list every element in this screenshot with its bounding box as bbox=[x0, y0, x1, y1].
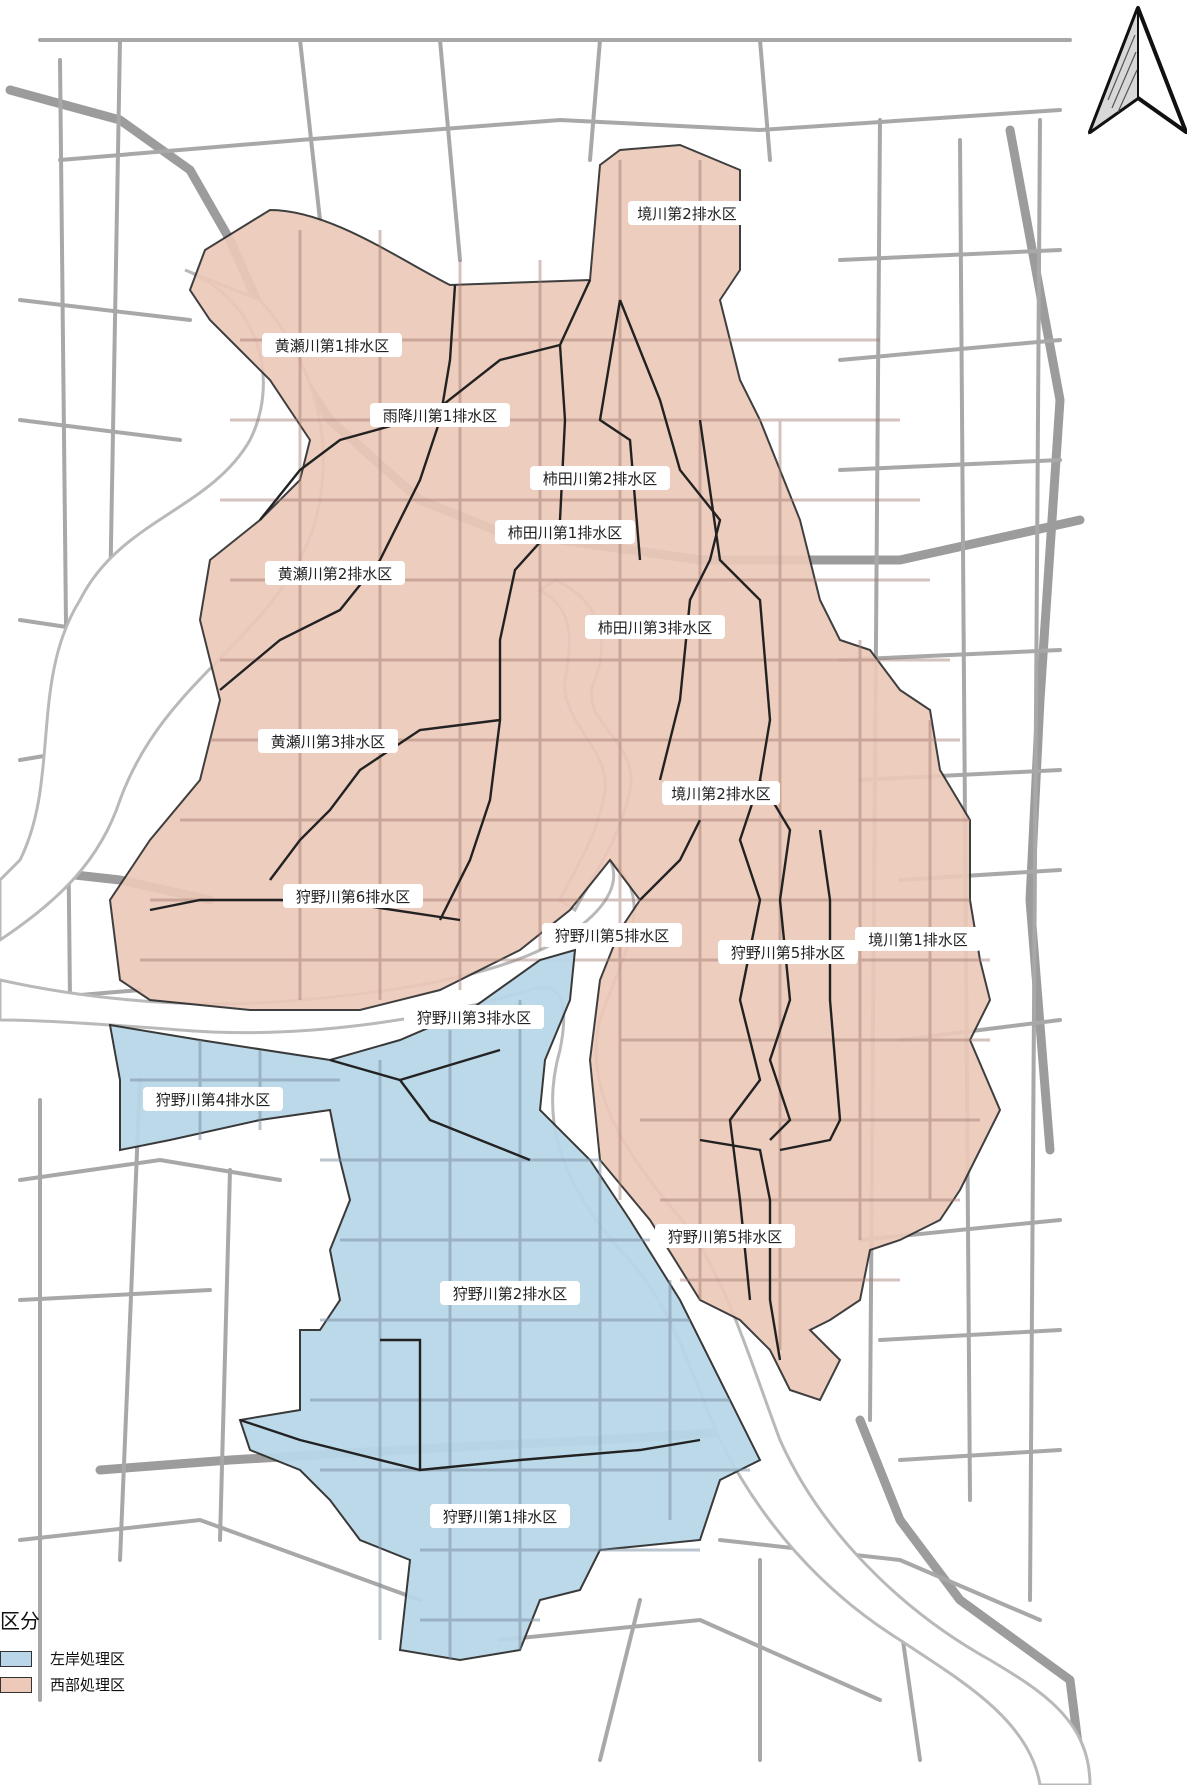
zone-left-main bbox=[108, 948, 762, 1662]
district-label: 柿田川第2排水区 bbox=[530, 466, 670, 490]
svg-text:境川第1排水区: 境川第1排水区 bbox=[868, 931, 968, 949]
svg-text:柿田川第2排水区: 柿田川第2排水区 bbox=[543, 470, 658, 488]
legend-label: 西部処理区 bbox=[50, 1676, 126, 1694]
district-label: 狩野川第6排水区 bbox=[283, 884, 423, 908]
legend-title: 区分 bbox=[0, 1609, 40, 1633]
svg-text:狩野川第5排水区: 狩野川第5排水区 bbox=[555, 927, 670, 945]
district-label: 境川第2排水区 bbox=[628, 201, 746, 225]
svg-text:狩野川第4排水区: 狩野川第4排水区 bbox=[156, 1091, 271, 1109]
svg-text:狩野川第3排水区: 狩野川第3排水区 bbox=[417, 1009, 532, 1027]
svg-text:境川第2排水区: 境川第2排水区 bbox=[637, 205, 737, 223]
district-label: 狩野川第5排水区 bbox=[655, 1224, 795, 1248]
svg-text:狩野川第2排水区: 狩野川第2排水区 bbox=[453, 1285, 568, 1303]
district-label: 狩野川第5排水区 bbox=[718, 940, 858, 964]
svg-text:狩野川第1排水区: 狩野川第1排水区 bbox=[443, 1508, 558, 1526]
north-arrow-icon bbox=[1087, 6, 1187, 135]
legend-item-west: 西部処理区 bbox=[0, 1674, 125, 1695]
svg-text:狩野川第6排水区: 狩野川第6排水区 bbox=[296, 888, 411, 906]
svg-text:雨降川第1排水区: 雨降川第1排水区 bbox=[383, 407, 498, 425]
svg-text:狩野川第5排水区: 狩野川第5排水区 bbox=[731, 944, 846, 962]
district-label: 雨降川第1排水区 bbox=[370, 403, 510, 427]
district-label: 柿田川第1排水区 bbox=[495, 520, 635, 544]
district-label: 狩野川第5排水区 bbox=[542, 923, 682, 947]
svg-text:黄瀬川第1排水区: 黄瀬川第1排水区 bbox=[275, 337, 390, 355]
legend-item-left-bank: 左岸処理区 bbox=[0, 1648, 125, 1669]
district-label: 狩野川第4排水区 bbox=[143, 1087, 283, 1111]
legend-swatch bbox=[0, 1650, 32, 1667]
legend-swatch bbox=[0, 1676, 32, 1693]
svg-text:柿田川第3排水区: 柿田川第3排水区 bbox=[598, 619, 713, 637]
legend-label: 左岸処理区 bbox=[50, 1650, 126, 1668]
svg-text:黄瀬川第2排水区: 黄瀬川第2排水区 bbox=[278, 565, 393, 583]
district-label: 狩野川第3排水区 bbox=[404, 1005, 544, 1029]
district-label: 柿田川第3排水区 bbox=[585, 615, 725, 639]
district-label: 黄瀬川第2排水区 bbox=[265, 561, 405, 585]
svg-text:狩野川第5排水区: 狩野川第5排水区 bbox=[668, 1228, 783, 1246]
svg-text:境川第2排水区: 境川第2排水区 bbox=[671, 785, 771, 803]
district-label: 狩野川第1排水区 bbox=[430, 1504, 570, 1528]
district-label: 境川第1排水区 bbox=[855, 927, 981, 951]
district-label: 狩野川第2排水区 bbox=[440, 1281, 580, 1305]
svg-text:黄瀬川第3排水区: 黄瀬川第3排水区 bbox=[271, 733, 386, 751]
district-label: 黄瀬川第1排水区 bbox=[262, 333, 402, 357]
district-labels: 境川第2排水区 黄瀬川第1排水区 雨降川第1排水区 柿田川第2排水区 柿田川第1… bbox=[143, 201, 981, 1528]
district-boundaries bbox=[149, 279, 842, 1472]
svg-text:柿田川第1排水区: 柿田川第1排水区 bbox=[508, 524, 623, 542]
district-label: 黄瀬川第3排水区 bbox=[258, 729, 398, 753]
district-label: 境川第2排水区 bbox=[662, 781, 780, 805]
